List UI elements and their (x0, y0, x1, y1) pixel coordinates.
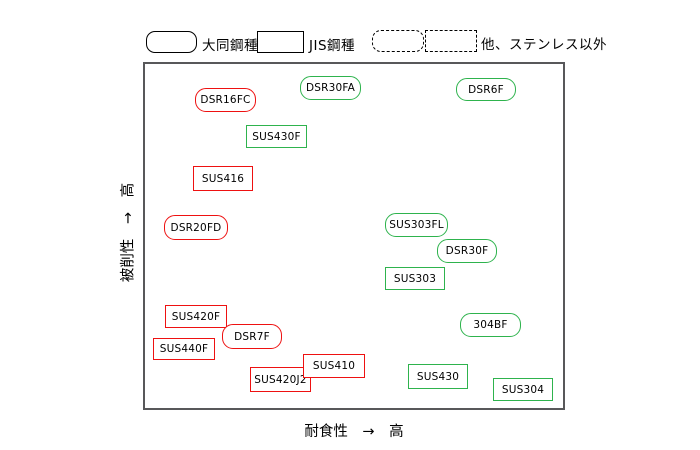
grade-box-sus430f: SUS430F (246, 125, 307, 148)
grade-box-dsr16fc: DSR16FC (195, 88, 256, 112)
grade-box-sus416: SUS416 (193, 166, 253, 191)
grade-box-dsr6f: DSR6F (456, 78, 516, 101)
grade-box-sus420f: SUS420F (165, 305, 227, 328)
legend-jis-shape (257, 31, 304, 53)
grade-box-sus303: SUS303 (385, 267, 445, 290)
grade-box-304bf: 304BF (460, 313, 521, 337)
legend-other-label: 他、ステンレス以外 (481, 37, 607, 53)
grade-box-sus430: SUS430 (408, 364, 468, 389)
grade-box-dsr20fd: DSR20FD (164, 215, 228, 240)
legend-other-rect-shape (425, 30, 477, 52)
grade-box-dsr30f: DSR30F (437, 239, 497, 263)
grade-box-sus420j2: SUS420J2 (250, 367, 311, 392)
grade-box-sus303fl: SUS303FL (385, 213, 448, 237)
grade-box-sus304: SUS304 (493, 378, 553, 401)
x-axis-label: 耐食性 → 高 (304, 424, 404, 440)
grade-box-sus440f: SUS440F (153, 338, 215, 360)
grade-box-sus410: SUS410 (303, 354, 365, 378)
legend-daido-shape (146, 31, 197, 53)
grade-box-dsr7f: DSR7F (222, 324, 282, 349)
grade-box-dsr30fa: DSR30FA (300, 76, 361, 100)
legend-other-rounded-shape (372, 30, 424, 52)
legend-daido-label: 大同鋼種 (202, 38, 258, 54)
legend-jis-label: JIS鋼種 (309, 38, 356, 54)
y-axis-label: 被削性 → 高 (120, 182, 137, 283)
